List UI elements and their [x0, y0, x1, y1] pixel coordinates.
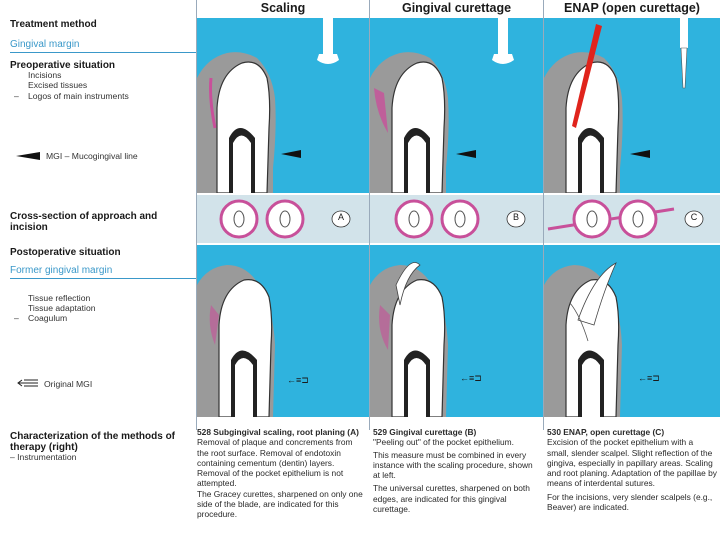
column-title-curettage: Gingival curettage: [401, 1, 512, 15]
preoperative-heading: Preoperative situation: [10, 60, 116, 71]
marker-c: C: [690, 212, 698, 222]
caption-528-body: Removal of plaque and concrements from t…: [197, 437, 353, 489]
cross-section-scaling-illustration: [219, 199, 351, 239]
post-item-reflection: Tissue reflection: [28, 293, 91, 303]
marker-b: B: [512, 212, 519, 222]
postoperative-heading: Postoperative situation: [10, 247, 121, 258]
column-separator-mid: [369, 0, 370, 430]
caption-529: 529 Gingival curettage (B) "Peeling out"…: [373, 427, 540, 514]
preop-curettage-illustration: [370, 18, 514, 193]
column-title-scaling: Scaling: [260, 1, 306, 15]
pre-item-incisions: Incisions: [28, 70, 62, 80]
column-title-enap: ENAP (open curettage): [564, 1, 700, 15]
original-mgi-label: Original MGI: [44, 379, 93, 389]
preop-panel-curettage: [370, 18, 543, 193]
caption-528: 528 Subgingival scaling, root planing (A…: [197, 427, 365, 520]
pre-dash-3: –: [14, 91, 19, 101]
postop-mgl-scaling: ←≡⊐: [287, 375, 309, 385]
instrumentation-label: – Instrumentation: [10, 452, 77, 462]
former-margin-label: Former gingival margin: [10, 265, 113, 276]
caption-528-note: The Gracey curettes, sharpened on only o…: [197, 488, 363, 520]
characterization-heading: Characterization of the methods of thera…: [10, 431, 176, 453]
postop-mgl-curettage: ←≡⊐: [460, 373, 482, 383]
cross-section-strip-enap: C: [544, 195, 720, 243]
caption-529-body-2: This measure must be combined in every i…: [373, 449, 533, 481]
cross-section-strip-curettage: B: [370, 195, 543, 243]
column-separator-left: [196, 0, 197, 430]
original-mgi-icon: [17, 379, 38, 387]
postop-enap-illustration: [544, 262, 622, 417]
mgi-arrow-icon: [16, 152, 40, 160]
cross-section-enap-illustration: [547, 199, 704, 239]
pre-item-excised: Excised tissues: [28, 80, 88, 90]
cross-section-curettage-illustration: [394, 199, 526, 239]
postop-mgl-enap: ←≡⊐: [638, 373, 660, 383]
post-item-adaptation: Tissue adaptation: [28, 303, 96, 313]
preop-enap-illustration: [544, 18, 688, 193]
post-dash-3: –: [14, 313, 19, 323]
cross-section-strip-scaling: A: [197, 195, 369, 243]
caption-530-heading: 530 ENAP, open curettage (C): [547, 427, 665, 437]
postop-panel-enap: ←≡⊐: [544, 245, 720, 417]
mgi-legend: MGI – Mucogingival line: [46, 151, 138, 161]
postop-panel-scaling: ←≡⊐: [197, 245, 369, 417]
postop-panel-curettage: ←≡⊐: [370, 245, 543, 417]
column-separator-right: [543, 0, 544, 430]
postop-curettage-illustration: [370, 262, 448, 417]
caption-529-heading: 529 Gingival curettage (B): [373, 427, 477, 437]
gingival-margin-label: Gingival margin: [10, 39, 80, 50]
caption-529-note: The universal curettes, sharpened on bot…: [373, 483, 530, 515]
treatment-method-heading: Treatment method: [10, 19, 97, 30]
caption-530-note: For the incisions, very slender scalpels…: [547, 491, 713, 513]
caption-529-body: "Peeling out" of the pocket epithelium.: [373, 437, 514, 448]
marker-a: A: [337, 212, 344, 222]
caption-530: 530 ENAP, open curettage (C) Excision of…: [547, 427, 717, 512]
preop-scaling-illustration: [197, 18, 339, 193]
postop-scaling-illustration: [197, 265, 275, 417]
caption-530-body: Excision of the pocket epithelium with a…: [547, 437, 717, 489]
preop-panel-scaling: [197, 18, 369, 193]
cross-section-heading: Cross-section of approach and incision: [10, 211, 158, 233]
preop-panel-enap: [544, 18, 720, 193]
post-item-coagulum: Coagulum: [28, 313, 68, 323]
pre-item-logos: Logos of main instruments: [28, 91, 129, 101]
caption-528-heading: 528 Subgingival scaling, root planing (A…: [197, 427, 359, 437]
